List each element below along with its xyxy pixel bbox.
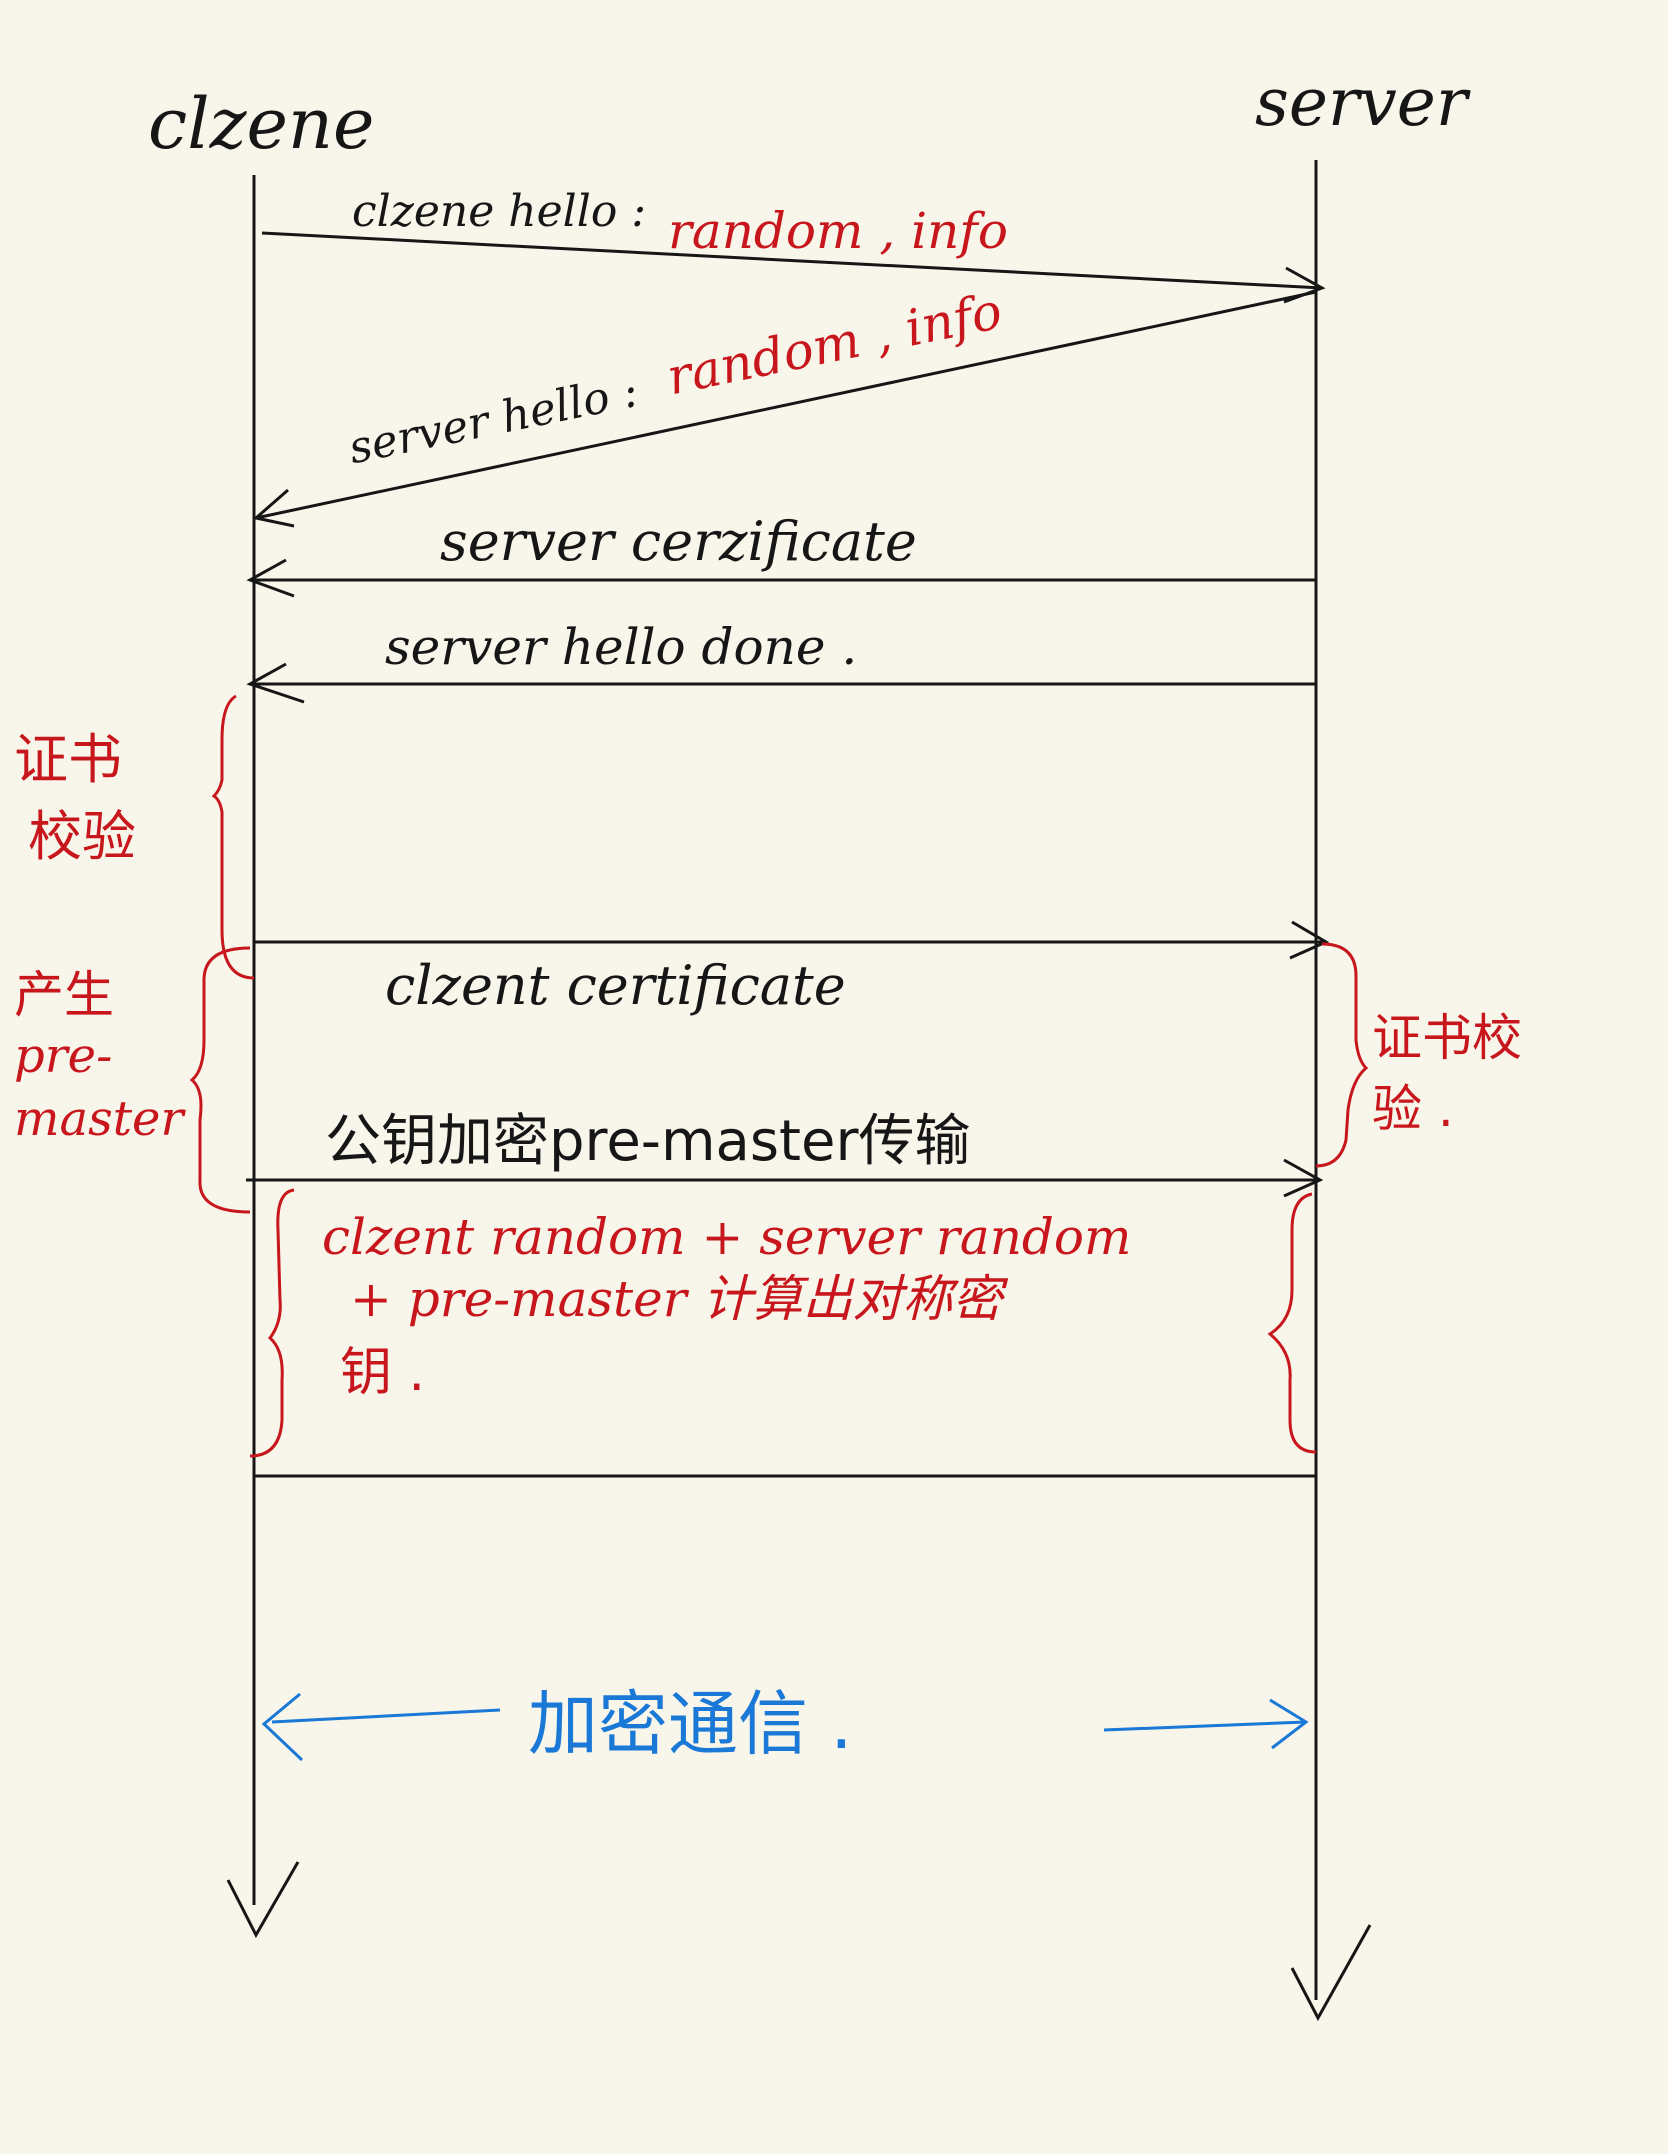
server-cert-check-brace-icon [1315,942,1369,1168]
session-key-annotation-line3: 钥 . [340,1343,425,1403]
cert-check-brace-icon [211,694,255,980]
server-hello-label: server hello : [345,366,643,474]
premaster-annotation-line3: master [14,1091,186,1147]
encrypted-comm-left-arrowhead-icon [261,1692,304,1762]
client-certificate-arrowhead-icon [1289,920,1330,960]
client-certificate-label: clzent certificate [385,954,846,1017]
session-key-left-brace-icon [249,1188,295,1458]
server-lifeline-end-icon [1290,1924,1372,2022]
encrypted-comm-right-arrow [1103,1720,1307,1732]
server-hello-done-label: server hello done . [385,618,857,676]
session-key-annotation-line2: + pre-master 计算出对称密 [350,1270,1009,1328]
encrypted-premaster-arrowhead-icon [1283,1158,1324,1198]
cert-check-annotation-line2: 校验 [28,805,136,868]
server-cert-check-annotation-line1: 证书校 [1372,1009,1522,1067]
server-certificate-label: server cerzificate [440,510,917,573]
server-hello-done-arrowhead-icon [246,662,305,704]
session-key-right-brace-icon [1267,1192,1317,1454]
encrypted-comm-right-arrowhead-icon [1269,1698,1309,1750]
client-hello-arrow [261,231,1323,290]
server-cert-check-annotation-line2: 验 . [1372,1080,1454,1138]
premaster-brace-icon [189,946,251,1214]
client-hello-detail: random , info [668,202,1008,260]
premaster-annotation-line1: 产生 [14,966,114,1024]
encrypted-premaster-label: 公钥加密pre-master传输 [325,1109,970,1174]
client-hello-label: clzene hello : [352,186,646,237]
participant-client: clzene [148,83,374,165]
server-hello-arrow [255,290,1317,520]
encrypted-comm-label: 加密通信 . [528,1683,853,1765]
session-key-annotation-line1: clzent random + server random [322,1208,1131,1266]
server-hello-arrowhead-icon [252,488,295,528]
cert-check-annotation-line1: 证书 [14,728,122,791]
server-hello-detail: random , info [662,282,1007,407]
participant-server: server [1255,64,1471,141]
client-lifeline-end-icon [226,1861,300,1939]
encrypted-comm-left-arrow [271,1708,501,1724]
server-certificate-arrowhead-icon [246,558,295,598]
premaster-annotation-line2: pre- [14,1028,112,1084]
